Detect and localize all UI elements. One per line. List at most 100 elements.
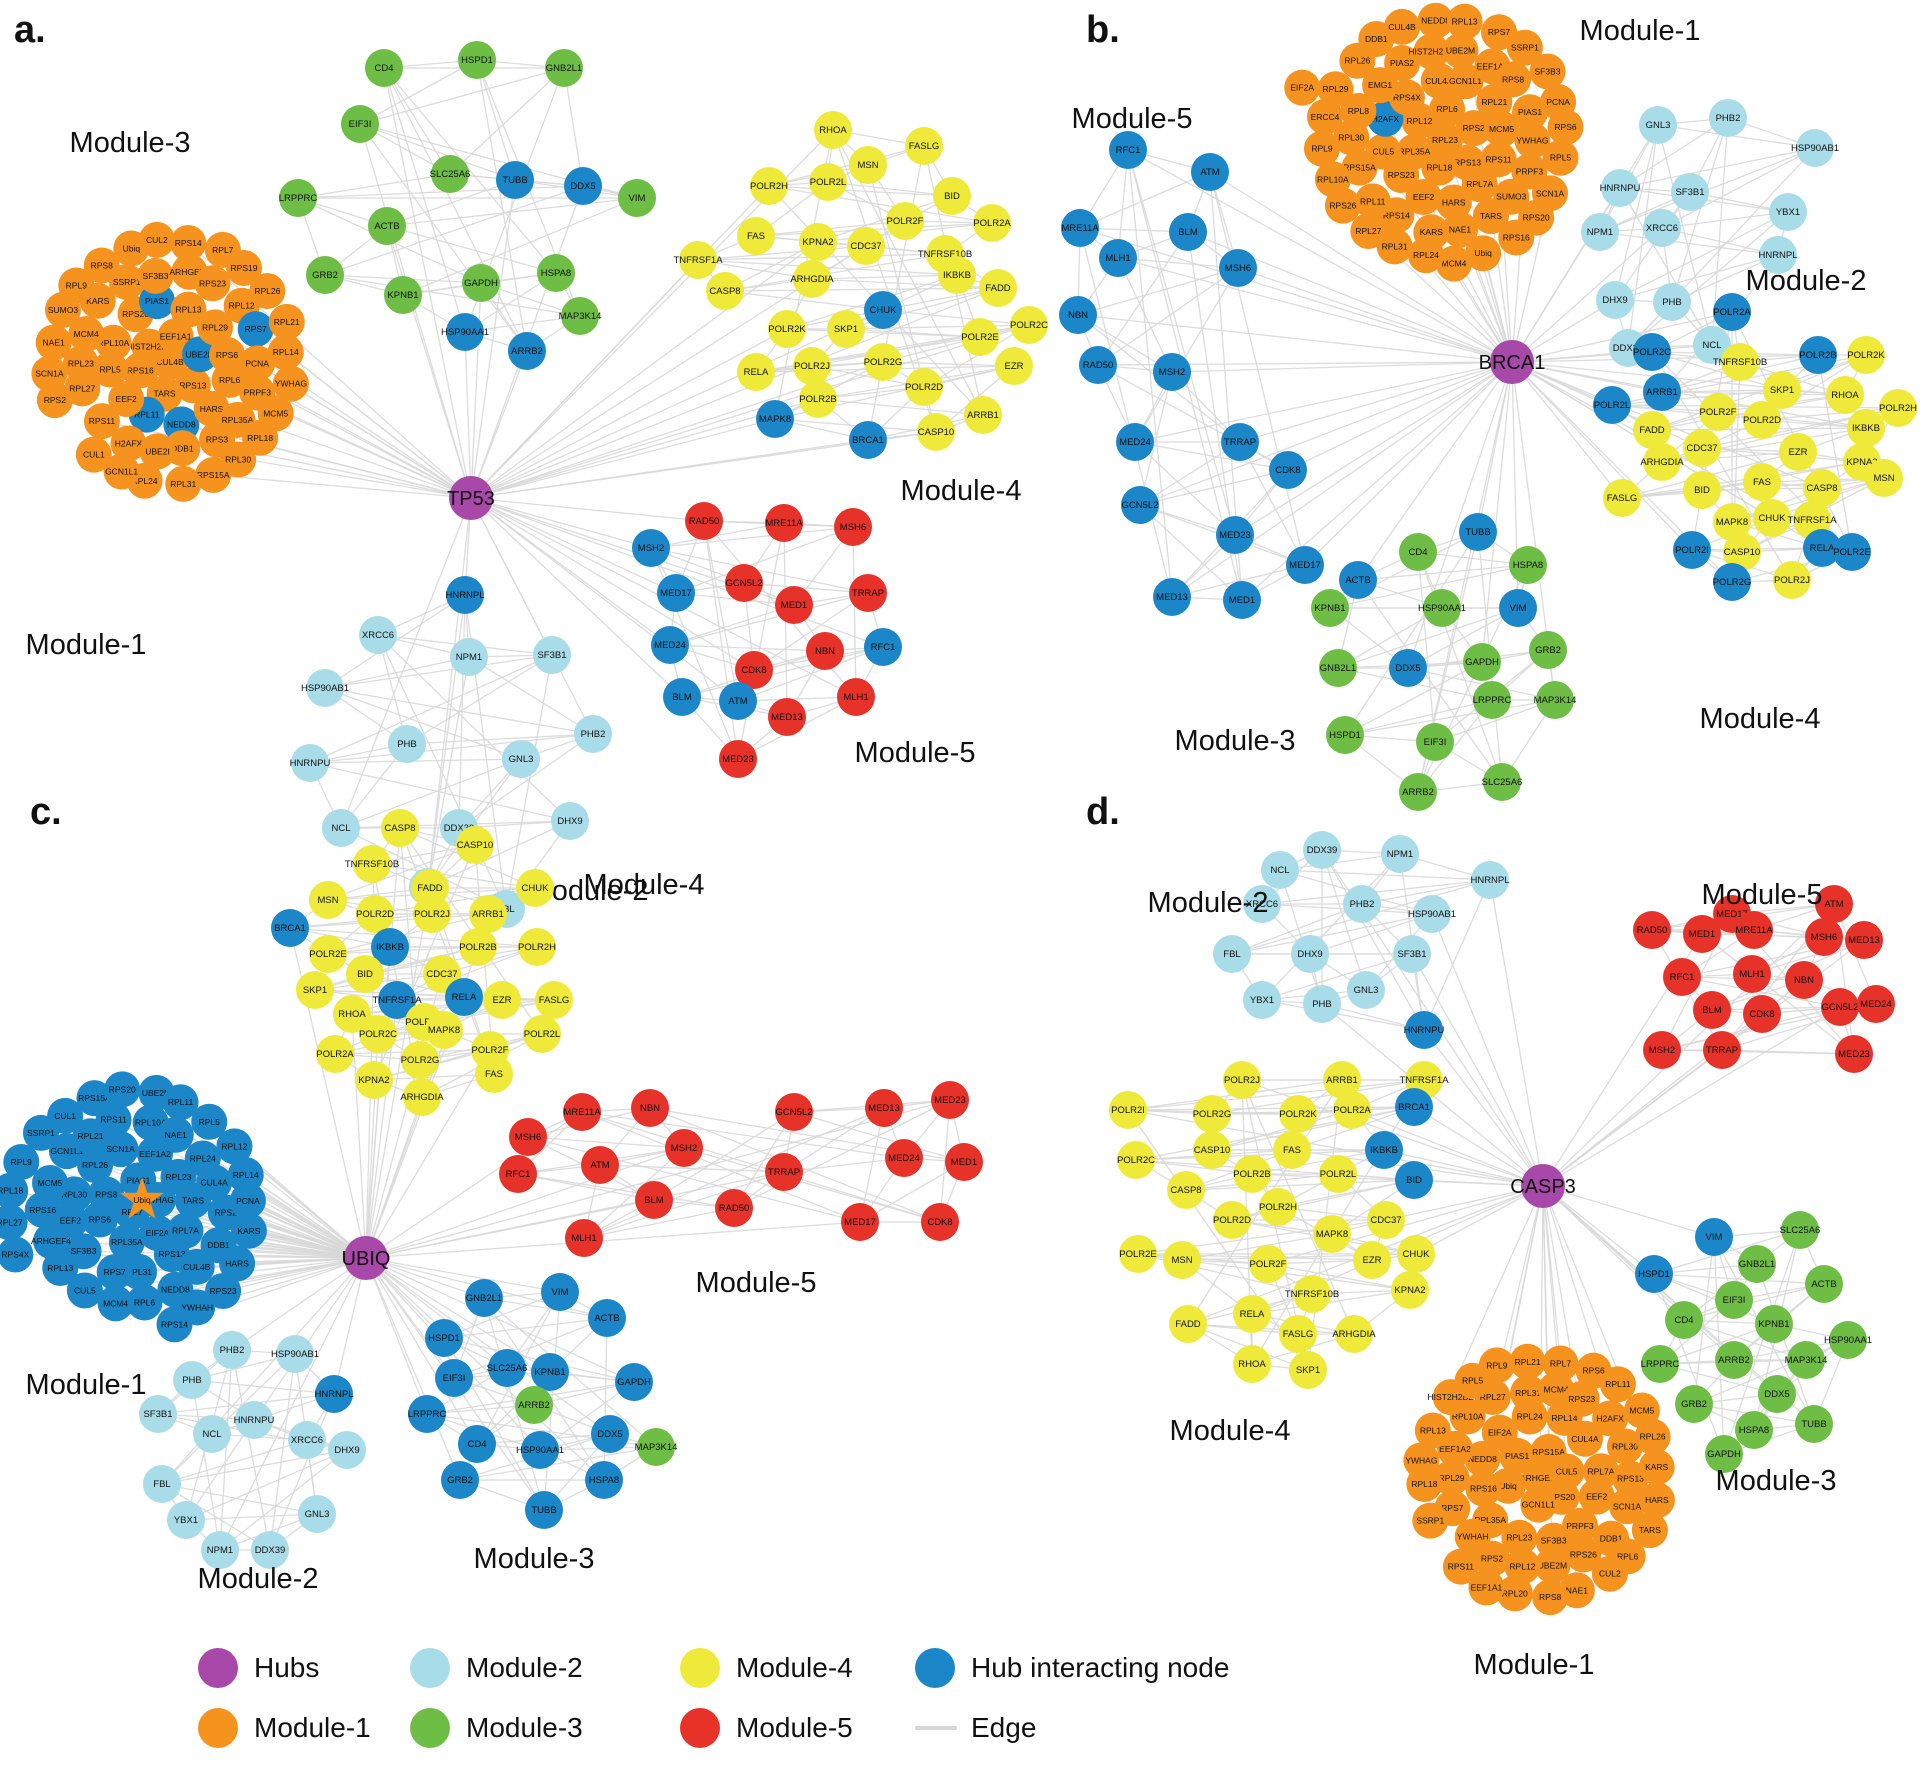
node-HSPA8[interactable]: HSPA8 [537, 254, 575, 292]
node-EZR[interactable]: EZR [483, 981, 521, 1019]
node-MAP3K14[interactable]: MAP3K14 [559, 297, 602, 335]
node-SF3B1[interactable]: SF3B1 [139, 1395, 177, 1433]
node-CHUK[interactable]: CHUK [864, 291, 902, 329]
node-ACTB[interactable]: ACTB [368, 207, 406, 245]
node-ARRB2[interactable]: ARRB2 [508, 332, 546, 370]
node-HNRNPL[interactable]: HNRNPL [1470, 861, 1510, 899]
node-GCN5L2[interactable]: GCN5L2 [1121, 486, 1159, 524]
node-CHUK[interactable]: CHUK [1397, 1235, 1435, 1273]
node-NPM1[interactable]: NPM1 [201, 1531, 239, 1569]
node-ACTB[interactable]: ACTB [588, 1299, 626, 1337]
node-ARRB1[interactable]: ARRB1 [1643, 373, 1681, 411]
node-RPS8[interactable]: RPS8 [1495, 61, 1532, 98]
node-MED24[interactable]: MED24 [885, 1139, 923, 1177]
node-YBX1[interactable]: YBX1 [1769, 193, 1807, 231]
node-RELA[interactable]: RELA [1233, 1295, 1271, 1333]
node-NPM1[interactable]: NPM1 [450, 638, 488, 676]
node-FADD[interactable]: FADD [1169, 1305, 1207, 1343]
node-RPL24[interactable]: RPL24 [1408, 237, 1445, 274]
node-ARRB1[interactable]: ARRB1 [469, 895, 507, 933]
node-FAS[interactable]: FAS [1273, 1131, 1311, 1169]
node-CASP10[interactable]: CASP10 [456, 826, 494, 864]
node-SSRP1[interactable]: SSRP1 [1412, 1502, 1449, 1539]
node-EIF3I[interactable]: EIF3I [435, 1359, 473, 1397]
node-RPL9[interactable]: RPL9 [1303, 130, 1340, 167]
node-KPNA2[interactable]: KPNA2 [355, 1061, 393, 1099]
node-HSPA8[interactable]: HSPA8 [585, 1461, 623, 1499]
node-HNRNPL[interactable]: HNRNPL [1758, 236, 1798, 274]
node-NBN[interactable]: NBN [1059, 296, 1097, 334]
node-MED13[interactable]: MED13 [865, 1089, 903, 1127]
node-MAPK8[interactable]: MAPK8 [756, 400, 794, 438]
node-BLM[interactable]: BLM [635, 1181, 673, 1219]
node-RPL26[interactable]: RPL26 [1634, 1418, 1671, 1455]
node-BRCA1[interactable]: BRCA1 [849, 421, 887, 459]
node-CUL2[interactable]: CUL2 [138, 221, 175, 258]
node-MED23[interactable]: MED23 [1216, 516, 1254, 554]
node-NAE1[interactable]: NAE1 [35, 324, 72, 361]
node-CDC37[interactable]: CDC37 [847, 227, 885, 265]
node-MSN[interactable]: MSN [1865, 459, 1903, 497]
node-POLR2I[interactable]: POLR2I [1673, 531, 1711, 569]
node-RPL26[interactable]: RPL26 [249, 273, 286, 310]
node-POLR2E[interactable]: POLR2E [961, 318, 999, 356]
node-LRPPRC[interactable]: LRPPRC [408, 1395, 447, 1433]
node-RPS26[interactable]: RPS26 [1324, 187, 1361, 224]
node-RFC1[interactable]: RFC1 [1109, 131, 1147, 169]
node-POLR2H[interactable]: POLR2H [1879, 389, 1917, 427]
node-MLH1[interactable]: MLH1 [837, 678, 875, 716]
node-KPNA2[interactable]: KPNA2 [799, 223, 837, 261]
node-HNRNPU[interactable]: HNRNPU [1600, 169, 1641, 207]
node-TRRAP[interactable]: TRRAP [765, 1153, 803, 1191]
node-MSH6[interactable]: MSH6 [1805, 918, 1843, 956]
node-CASP8[interactable]: CASP8 [706, 272, 744, 310]
node-CD4[interactable]: CD4 [365, 49, 403, 87]
node-DDX5[interactable]: DDX5 [1389, 649, 1427, 687]
node-SKP1[interactable]: SKP1 [827, 310, 865, 348]
node-NPM1[interactable]: NPM1 [1381, 835, 1419, 873]
node-GRB2[interactable]: GRB2 [306, 256, 344, 294]
node-HARS[interactable]: HARS [1638, 1482, 1675, 1519]
node-POLR2D[interactable]: POLR2D [1213, 1201, 1251, 1239]
node-RPL7A[interactable]: RPL7A [1461, 166, 1498, 203]
node-HNRNPU[interactable]: HNRNPU [290, 744, 331, 782]
node-DHX9[interactable]: DHX9 [551, 802, 589, 840]
node-GNL3[interactable]: GNL3 [1639, 106, 1677, 144]
node-SF3B1[interactable]: SF3B1 [533, 636, 571, 674]
node-MSH6[interactable]: MSH6 [834, 508, 872, 546]
node-GRB2[interactable]: GRB2 [441, 1461, 479, 1499]
node-POLR2F[interactable]: POLR2F [886, 202, 924, 240]
node-MSH2[interactable]: MSH2 [665, 1129, 703, 1167]
node-SLC25A6[interactable]: SLC25A6 [1780, 1211, 1821, 1249]
node-BRCA1[interactable]: BRCA1 [1395, 1088, 1433, 1126]
node-YBX1[interactable]: YBX1 [1243, 981, 1281, 1019]
node-CUL1[interactable]: CUL1 [75, 436, 112, 473]
node-POLR2F[interactable]: POLR2F [1699, 393, 1737, 431]
node-POLR2D[interactable]: POLR2D [356, 895, 394, 933]
node-KARS[interactable]: KARS [1638, 1449, 1675, 1486]
node-RPS8[interactable]: RPS8 [1532, 1579, 1569, 1616]
node-NBN[interactable]: NBN [631, 1089, 669, 1127]
node-POLR2H[interactable]: POLR2H [518, 928, 556, 966]
node-HSPA8[interactable]: HSPA8 [1735, 1411, 1773, 1449]
node-POLR2D[interactable]: POLR2D [1743, 401, 1781, 439]
node-FASLG[interactable]: FASLG [535, 981, 573, 1019]
node-SF3B3[interactable]: SF3B3 [137, 257, 174, 294]
node-CD4[interactable]: CD4 [1665, 1301, 1703, 1339]
node-KPNB1[interactable]: KPNB1 [531, 1353, 569, 1391]
node-POLR2J[interactable]: POLR2J [1223, 1061, 1261, 1099]
node-NCL[interactable]: NCL [193, 1415, 231, 1453]
node-VIM[interactable]: VIM [618, 179, 656, 217]
node-POLR2B[interactable]: POLR2B [1799, 336, 1837, 374]
node-DHX9[interactable]: DHX9 [1596, 281, 1634, 319]
node-ARHGDIA[interactable]: ARHGDIA [400, 1078, 444, 1116]
node-MED24[interactable]: MED24 [1857, 985, 1895, 1023]
node-DDX39[interactable]: DDX39 [251, 1531, 289, 1569]
node-HSP90AB1[interactable]: HSP90AB1 [1791, 129, 1839, 167]
node-RPS20[interactable]: RPS20 [104, 1071, 141, 1108]
node-XRCC6[interactable]: XRCC6 [1643, 209, 1681, 247]
node-VIM[interactable]: VIM [1499, 589, 1537, 627]
node-XRCC6[interactable]: XRCC6 [1243, 885, 1281, 923]
node-FAS[interactable]: FAS [1743, 463, 1781, 501]
node-KPNA2[interactable]: KPNA2 [1391, 1271, 1429, 1309]
